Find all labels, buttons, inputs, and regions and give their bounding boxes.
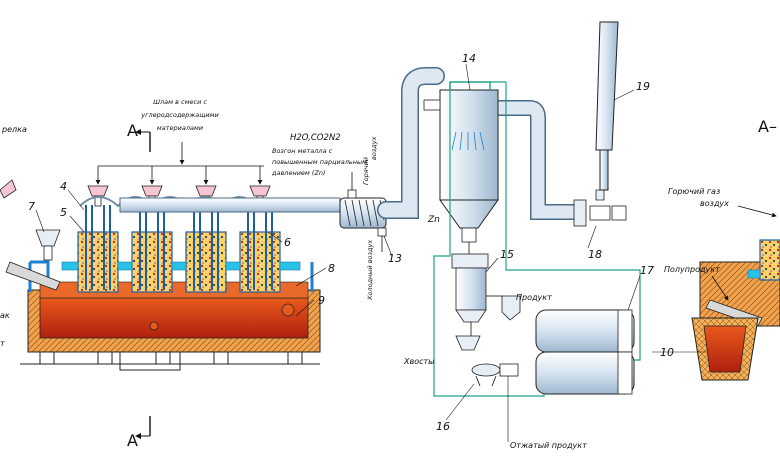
tanks bbox=[535, 309, 635, 395]
filter bbox=[471, 363, 519, 387]
furnace bbox=[0, 142, 341, 371]
section-mark-bottom: A bbox=[127, 416, 151, 450]
callout-13: 13 bbox=[388, 252, 402, 265]
zn-label: Zn bbox=[427, 215, 440, 225]
left-cut-label-1: релка bbox=[1, 125, 27, 134]
gas-label-3: повышенным парциальным bbox=[272, 158, 367, 166]
retort-row bbox=[77, 231, 281, 293]
callout-5: 5 bbox=[60, 206, 67, 219]
section-mark-top: A bbox=[127, 121, 151, 152]
slurry-label: Шлам в смеси с углеродсодержащими матери… bbox=[140, 98, 219, 132]
slurry-label-2: углеродсодержащими bbox=[140, 111, 219, 119]
callout-10: 10 bbox=[660, 346, 674, 359]
gas-label: H2O,CO2N2 Возгон металла с повышенным па… bbox=[271, 133, 367, 177]
hot-gas-label-2: воздух bbox=[700, 199, 729, 208]
gas-duct bbox=[377, 67, 582, 220]
callout-19: 19 bbox=[636, 80, 650, 93]
semi-product-label: Полупродукт bbox=[664, 265, 720, 274]
left-cut-label-3: т bbox=[0, 339, 5, 348]
left-cut-label-2: ак bbox=[0, 311, 10, 320]
separator bbox=[451, 242, 521, 351]
burner-air-label-1: Горячий bbox=[362, 157, 370, 185]
ladle bbox=[691, 317, 759, 381]
cold-air-label: Холодный воздух bbox=[366, 240, 374, 301]
slurry-label-1: Шлам в смеси с bbox=[153, 98, 207, 106]
section-label-top: A bbox=[127, 121, 138, 140]
callout-7: 7 bbox=[28, 200, 35, 213]
callout-17: 17 bbox=[640, 264, 654, 277]
gas-label-2: Возгон металла с bbox=[272, 147, 333, 155]
tailings-label: Хвосты bbox=[403, 357, 434, 366]
callout-16: 16 bbox=[436, 420, 450, 433]
callout-6: 6 bbox=[284, 236, 291, 249]
section-label-right: A– bbox=[758, 117, 777, 136]
slurry-label-3: материалами bbox=[157, 124, 203, 132]
callout-4: 4 bbox=[60, 180, 67, 193]
gas-label-4: давлением (Zn) bbox=[271, 169, 326, 177]
squeezed-product-label: Отжатый продукт bbox=[510, 441, 587, 450]
callout-8: 8 bbox=[328, 262, 335, 275]
gas-label-1: H2O,CO2N2 bbox=[290, 133, 341, 143]
callout-14: 14 bbox=[462, 52, 476, 65]
callout-15: 15 bbox=[500, 248, 514, 261]
product-label: Продукт bbox=[516, 293, 552, 302]
callouts bbox=[35, 63, 706, 421]
callout-18: 18 bbox=[588, 248, 602, 261]
hot-gas-label-1: Горючий газ bbox=[668, 187, 720, 196]
right-furnace bbox=[699, 239, 780, 327]
callout-9: 9 bbox=[318, 294, 325, 307]
fan bbox=[573, 189, 627, 227]
section-label-bottom: A bbox=[127, 431, 138, 450]
burner-air-label-2: воздух bbox=[370, 136, 378, 160]
stack bbox=[595, 21, 619, 191]
